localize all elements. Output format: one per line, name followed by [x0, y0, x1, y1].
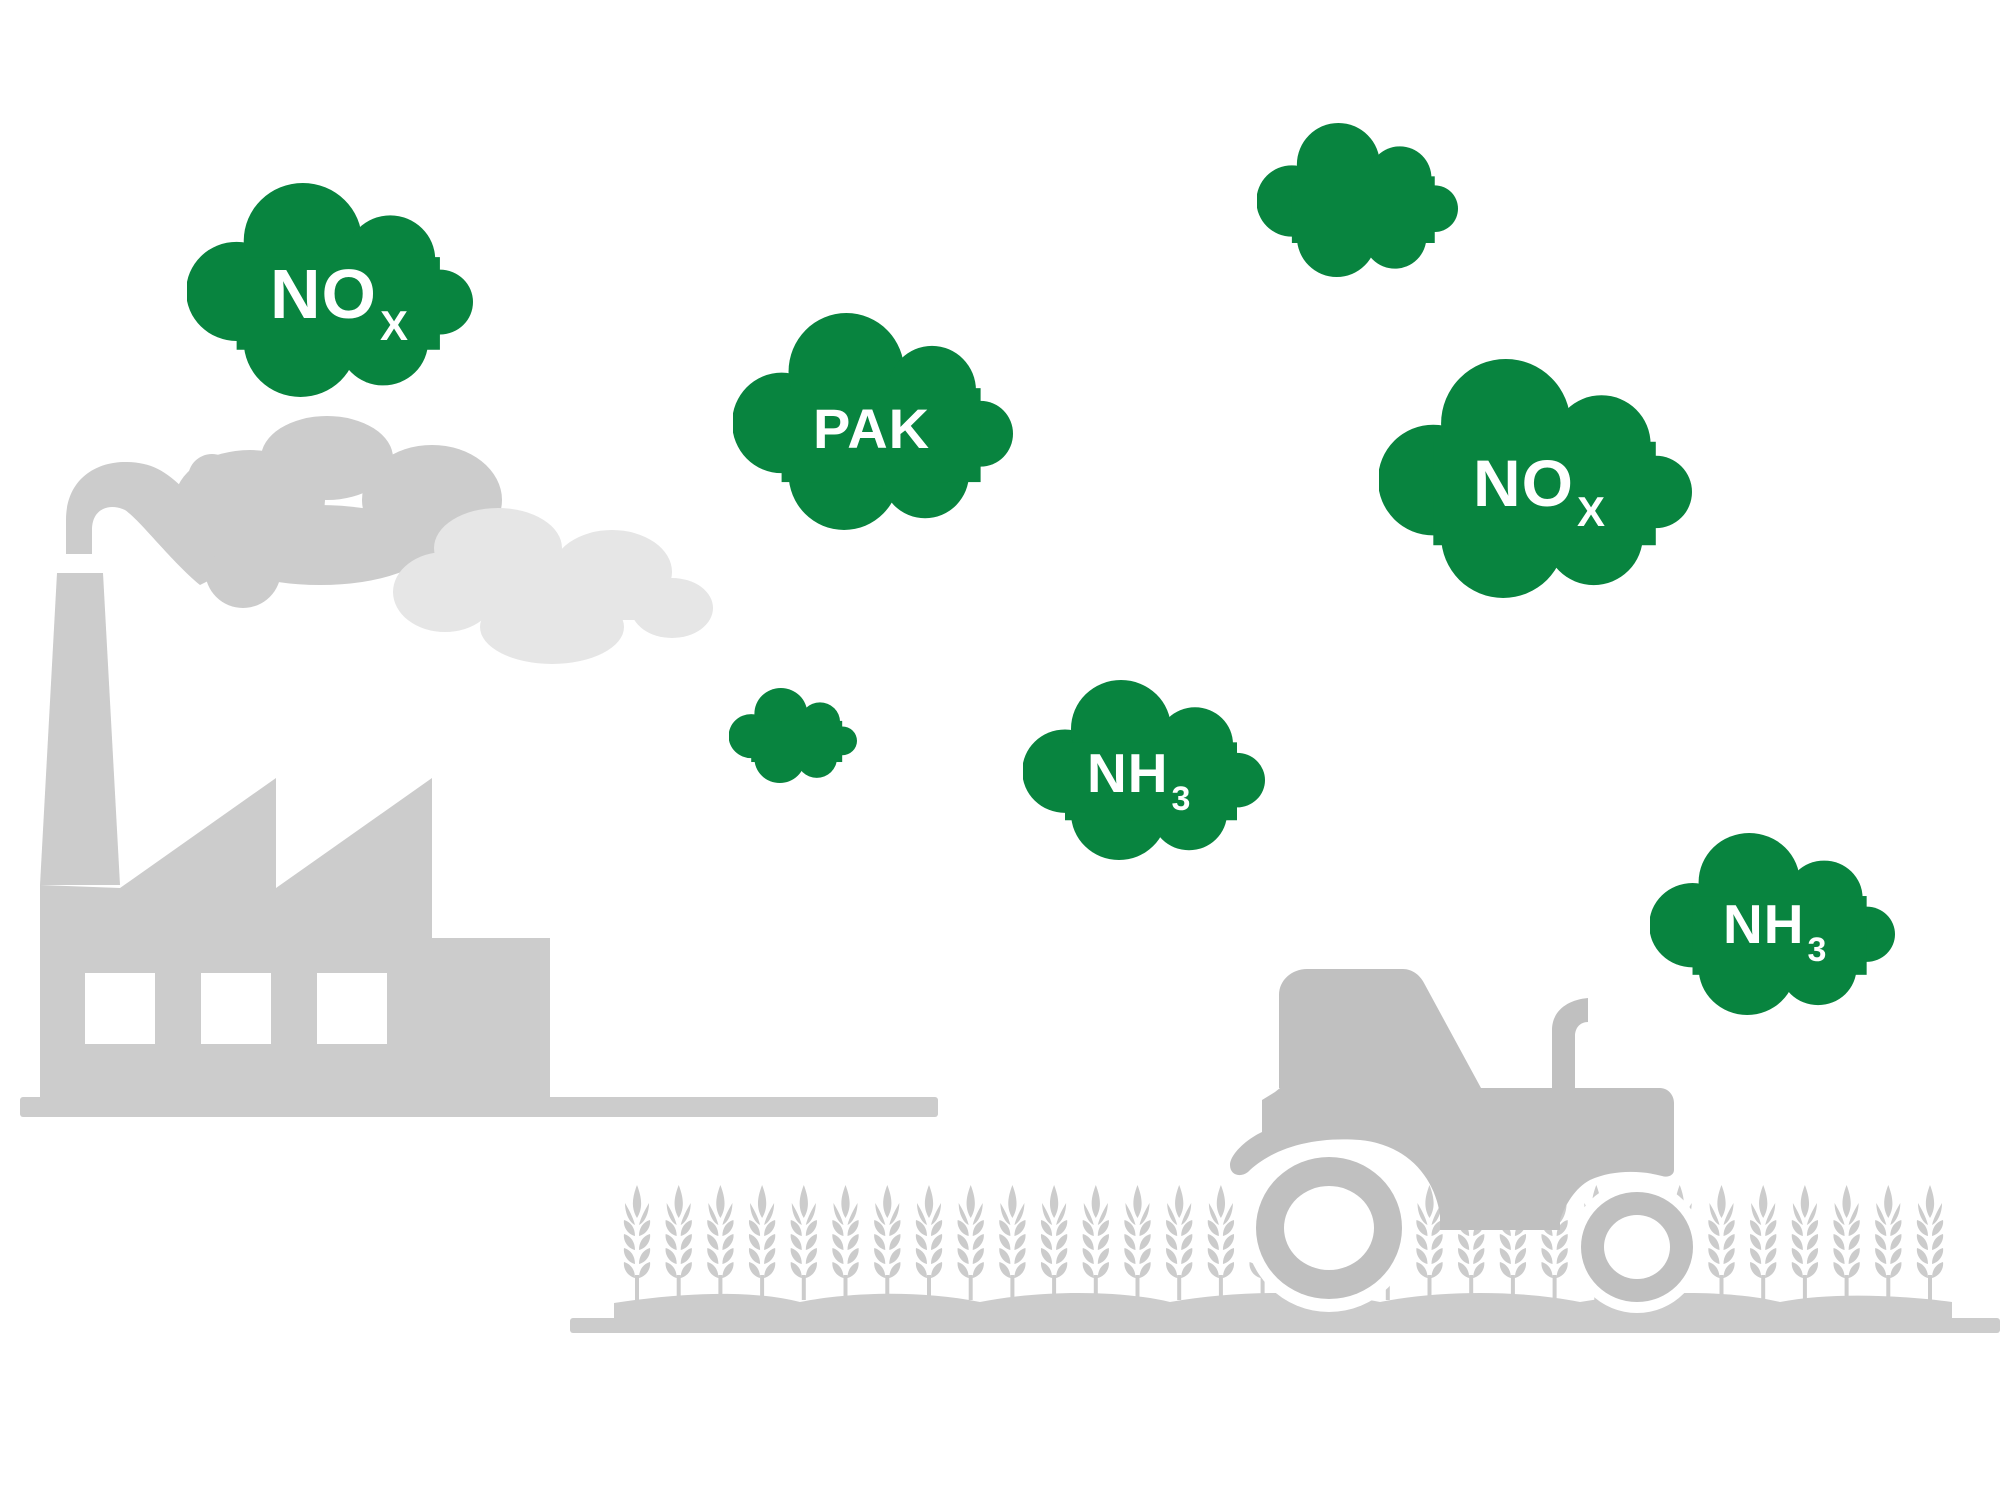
wheat-stalk-icon — [832, 1185, 859, 1300]
wheat-stalk-icon — [748, 1185, 776, 1300]
wheat-stalk-icon — [1416, 1185, 1443, 1300]
wheat-stalk-icon — [665, 1185, 692, 1300]
cloud-label-nh3-right: NH3 — [1723, 893, 1827, 968]
label-main: NH — [1087, 742, 1169, 804]
wheat-stalk-icon — [874, 1185, 901, 1300]
wheat-stalk-icon — [1082, 1185, 1109, 1300]
label-subscript: X — [1577, 488, 1607, 535]
wheat-stalk-icon — [623, 1185, 651, 1300]
emission-cloud-unlabeled-top — [1257, 123, 1458, 277]
label-main: PAK — [813, 397, 931, 460]
tractor-exhaust-pipe — [1552, 998, 1588, 1088]
tractor-rear-wheel-hub — [1284, 1186, 1374, 1270]
factory-building — [40, 778, 550, 1100]
factory — [40, 573, 550, 1100]
wheat-stalk-icon — [999, 1185, 1026, 1300]
factory-windows — [85, 973, 387, 1044]
tractor-front-wheel-hub — [1604, 1215, 1670, 1279]
label-subscript: X — [380, 302, 410, 349]
cloud-label-nox-right: NOX — [1473, 446, 1606, 533]
factory-window — [201, 973, 271, 1044]
tractor-body — [1230, 1088, 1674, 1230]
factory-ground-line — [20, 1097, 938, 1117]
factory-smoke-light — [393, 508, 713, 664]
wheat-stalk-icon — [957, 1185, 984, 1300]
wheat-stalk-icon — [1833, 1185, 1860, 1300]
cloud-icon — [1257, 123, 1458, 277]
wheat-stalk-icon — [707, 1185, 734, 1300]
wheat-stalk-icon — [1750, 1185, 1777, 1300]
tractor — [1230, 969, 1674, 1230]
cloud-label-nh3-middle: NH3 — [1087, 742, 1191, 817]
cloud-icon — [729, 688, 857, 783]
tractor-cab — [1279, 969, 1481, 1088]
factory-chimney — [40, 573, 120, 885]
wheat-stalk-icon — [790, 1185, 817, 1300]
factory-window — [317, 973, 387, 1044]
label-main: NO — [1473, 446, 1574, 520]
wheat-stalk-icon — [1040, 1185, 1068, 1300]
wheat-stalk-icon — [1166, 1185, 1193, 1300]
wheat-stalk-icon — [1708, 1185, 1735, 1300]
wheat-stalk-icon — [1791, 1185, 1819, 1300]
cloud-label-pak: PAK — [813, 401, 930, 457]
label-subscript: 3 — [1807, 931, 1828, 969]
wheat-stalk-icon — [1124, 1185, 1151, 1300]
emission-cloud-unlabeled-small — [729, 688, 857, 783]
field-base-line — [570, 1318, 2000, 1333]
factory-window — [85, 973, 155, 1044]
label-main: NO — [270, 255, 377, 333]
wheat-stalk-icon — [915, 1185, 943, 1300]
wheat-stalk-icon — [1207, 1185, 1235, 1300]
tractor-wheels — [1256, 1157, 1693, 1302]
wheat-stalk-icon — [1916, 1185, 1944, 1300]
label-subscript: 3 — [1171, 780, 1192, 818]
wheat-stalk-icon — [1875, 1185, 1902, 1300]
cloud-label-nox-left: NOX — [270, 255, 409, 347]
label-main: NH — [1723, 893, 1805, 955]
